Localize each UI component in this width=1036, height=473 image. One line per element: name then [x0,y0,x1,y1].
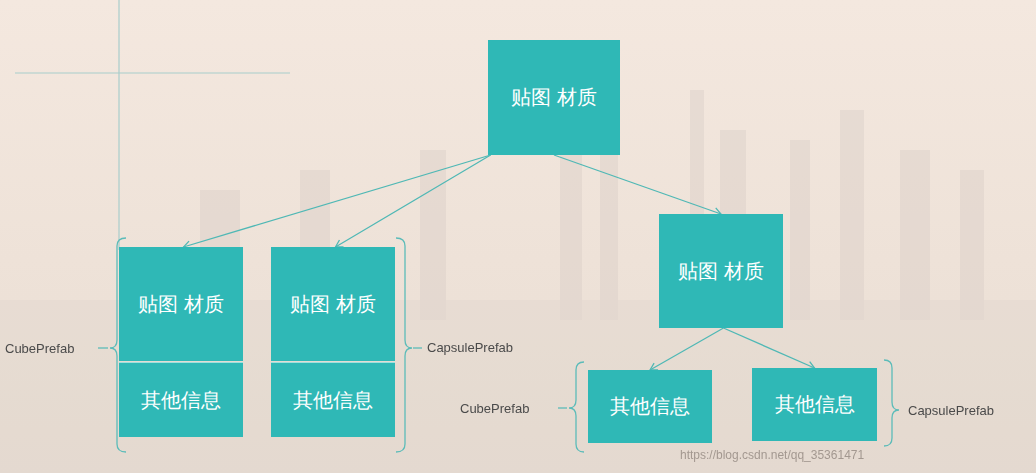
bracket-label: CapsulePrefab [427,340,513,355]
box-text: 贴图 材质 [290,291,376,318]
process-box: 其他信息 [119,362,243,437]
box-text: 贴图 材质 [511,84,597,111]
box-text: 其他信息 [610,393,690,420]
bracket-label: CubePrefab [5,341,74,356]
box-text: 贴图 材质 [138,291,224,318]
box-text: 贴图 材质 [678,258,764,285]
bracket-label: CapsulePrefab [908,403,994,418]
process-box: 其他信息 [752,368,877,441]
box-text: 其他信息 [141,387,221,414]
process-box: 贴图 材质 [488,40,620,155]
process-box: 贴图 材质 [659,214,783,328]
process-box: 其他信息 [588,370,712,443]
box-text: 其他信息 [293,387,373,414]
box-text: 其他信息 [775,391,855,418]
process-box: 其他信息 [271,362,395,437]
bracket-label: CubePrefab [460,401,529,416]
watermark: https://blog.csdn.net/qq_35361471 [680,448,864,462]
process-box: 贴图 材质 [119,247,243,361]
connector-arrow [335,155,490,247]
connector-arrow [723,328,814,368]
process-box: 贴图 材质 [271,247,395,361]
connector-arrow [650,328,723,370]
connector-arrow [554,155,721,214]
connector-arrow [183,155,490,247]
